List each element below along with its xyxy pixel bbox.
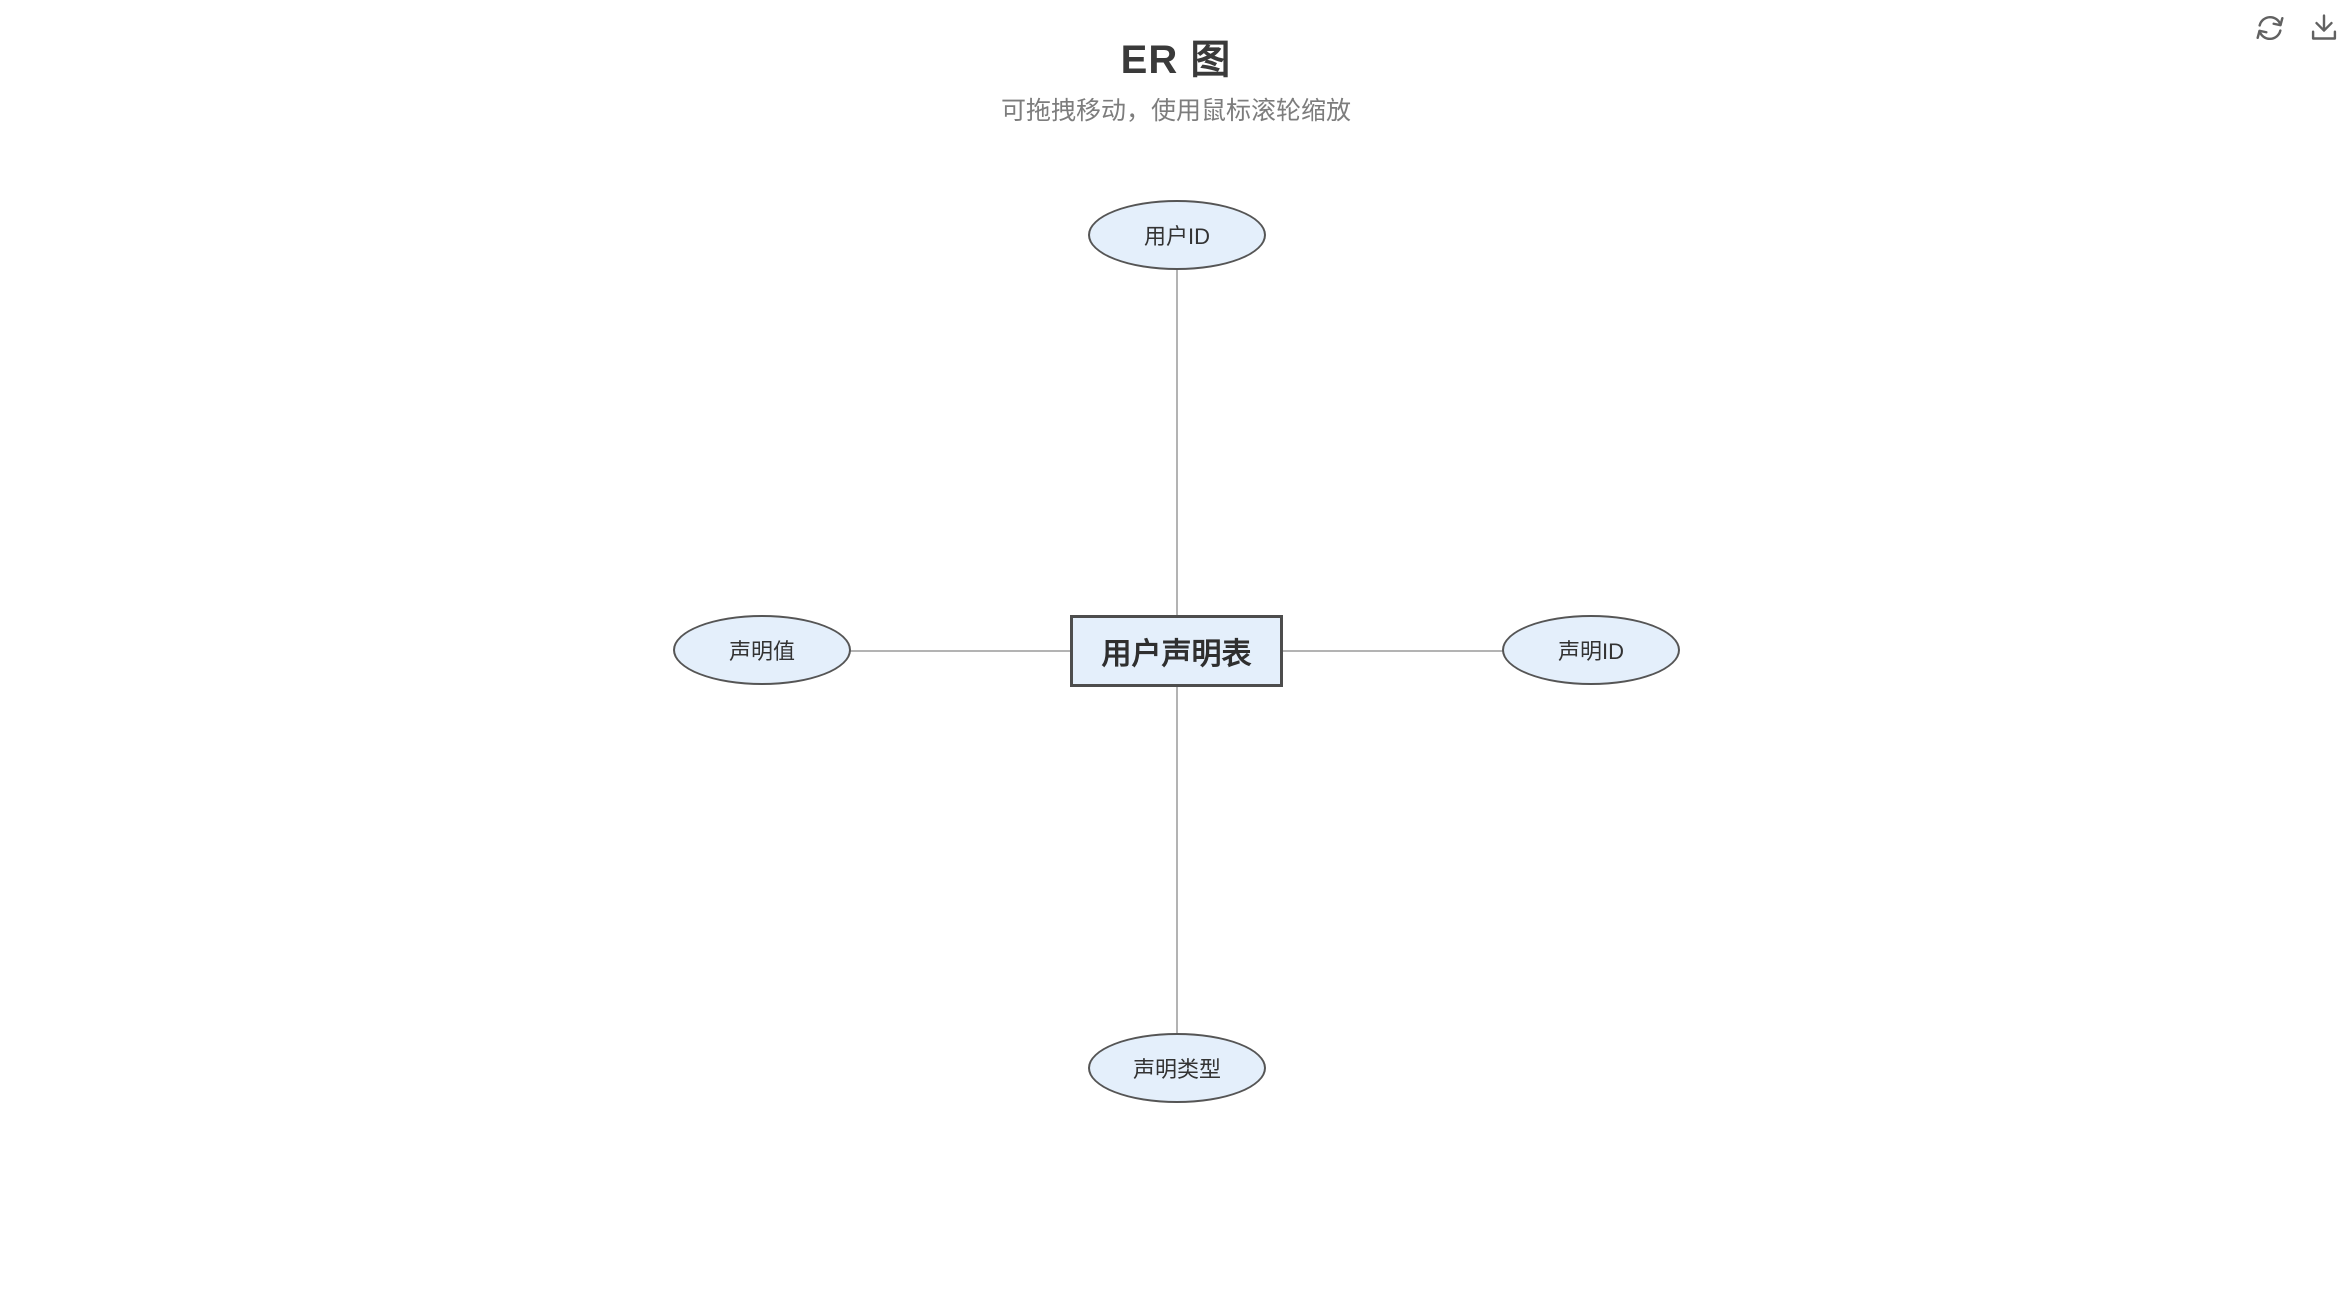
attribute-label: 用户ID — [1143, 224, 1210, 249]
diagram-header: ER 图 可拖拽移动，使用鼠标滚轮缩放 — [0, 36, 2352, 126]
entity-node-user-claims[interactable]: 用户声明表 — [1070, 615, 1283, 687]
attribute-label: 声明类型 — [1132, 1057, 1221, 1082]
download-button[interactable] — [2304, 8, 2344, 48]
entity-label: 用户声明表 — [1101, 638, 1252, 671]
refresh-button[interactable] — [2250, 8, 2290, 48]
attribute-node-bottom[interactable]: 声明类型 — [1088, 1033, 1266, 1103]
attribute-label: 声明值 — [728, 639, 795, 664]
connector-entity-top — [1176, 270, 1178, 615]
connector-entity-bottom — [1176, 687, 1178, 1033]
refresh-icon — [2256, 16, 2284, 40]
connector-entity-right — [1283, 650, 1503, 652]
download-icon — [2311, 14, 2337, 40]
connector-entity-left — [850, 650, 1070, 652]
page-subtitle: 可拖拽移动，使用鼠标滚轮缩放 — [1000, 97, 1351, 125]
attribute-label: 声明ID — [1557, 639, 1624, 664]
attribute-node-right[interactable]: 声明ID — [1502, 615, 1680, 685]
toolbar — [2250, 8, 2344, 48]
page-title: ER 图 — [1120, 38, 1232, 82]
attribute-node-left[interactable]: 声明值 — [673, 615, 851, 685]
attribute-node-top[interactable]: 用户ID — [1088, 200, 1266, 270]
